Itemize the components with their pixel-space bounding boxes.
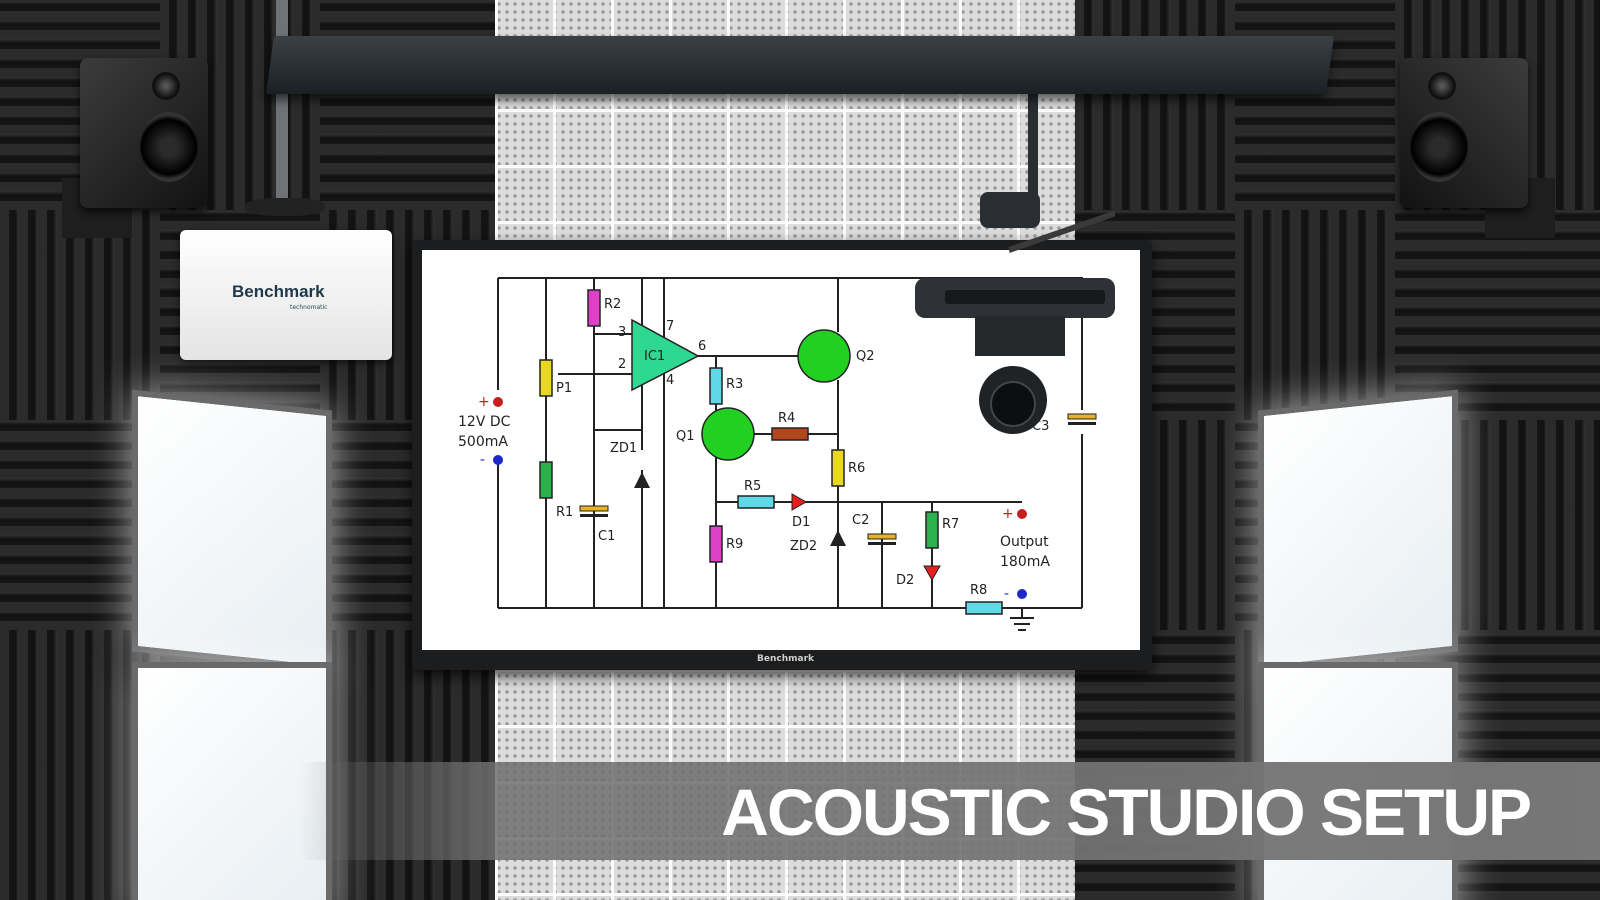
transistor-q2 xyxy=(797,329,851,383)
speaker-woofer xyxy=(1410,112,1468,182)
zener-zd1 xyxy=(634,472,650,488)
label-r9: R9 xyxy=(726,537,743,552)
projector: Benchmark technomatic xyxy=(180,230,392,360)
speaker-left xyxy=(80,58,208,208)
label-c2: C2 xyxy=(852,513,869,528)
speaker-right xyxy=(1400,58,1528,208)
camera-neck xyxy=(975,316,1065,356)
opamp-ic1 xyxy=(631,318,700,392)
label-r5: R5 xyxy=(744,479,761,494)
capacitor-c2 xyxy=(867,533,897,540)
zener-zd2 xyxy=(830,530,846,546)
speaker-tweeter xyxy=(152,72,180,100)
microphone-arm xyxy=(1008,210,1115,253)
speaker-tweeter xyxy=(1428,72,1456,100)
projector-pole xyxy=(276,0,288,202)
label-r3: R3 xyxy=(726,377,743,392)
ceiling-lighting-rail xyxy=(265,36,1335,94)
caption-bar xyxy=(300,762,1600,860)
label-pin7: 7 xyxy=(666,319,674,334)
input-voltage-label: 12V DC xyxy=(458,414,511,430)
softbox-right-upper xyxy=(1258,389,1458,673)
projector-logo: Benchmark xyxy=(232,282,325,301)
capacitor-c2-plate xyxy=(868,542,896,545)
label-p1: P1 xyxy=(556,381,572,396)
resistor-r2 xyxy=(587,289,601,327)
output-minus-sign: - xyxy=(1004,586,1009,602)
potentiometer-p1 xyxy=(539,359,553,397)
camera-ports xyxy=(945,290,1105,304)
led-d1 xyxy=(791,493,808,511)
output-current-label: 180mA xyxy=(1000,554,1050,570)
ptz-camera xyxy=(915,192,1115,434)
camera-base xyxy=(980,192,1040,228)
input-terminal-positive xyxy=(493,397,503,407)
circuit-schematic: R1 R2 R3 R4 R5 R6 R7 R8 R9 P1 IC1 3 2 7 … xyxy=(458,277,1097,631)
resistor-r7 xyxy=(925,511,939,549)
label-pin3: 3 xyxy=(618,325,626,340)
resistor-r8 xyxy=(965,601,1003,615)
speaker-woofer xyxy=(140,112,198,182)
led-d2 xyxy=(923,565,941,582)
projector-logo-sub: technomatic xyxy=(290,304,328,311)
resistor-r6 xyxy=(831,449,845,487)
input-terminal-negative xyxy=(493,455,503,465)
label-q2: Q2 xyxy=(856,349,875,364)
resistor-r1 xyxy=(539,461,553,499)
label-zd1: ZD1 xyxy=(610,441,637,456)
camera-lens-glass xyxy=(990,381,1036,427)
output-plus-sign: + xyxy=(1002,506,1014,522)
capacitor-c1 xyxy=(579,505,609,512)
resistor-r9 xyxy=(709,525,723,563)
label-r1: R1 xyxy=(556,505,573,520)
label-r6: R6 xyxy=(848,461,865,476)
label-pin4: 4 xyxy=(666,373,674,388)
resistor-r3 xyxy=(709,367,723,405)
ground-symbol xyxy=(1010,608,1034,631)
label-r2: R2 xyxy=(604,297,621,312)
capacitor-c3 xyxy=(1067,413,1097,420)
label-pin6: 6 xyxy=(698,339,706,354)
resistor-r4 xyxy=(771,427,809,441)
transistor-q1 xyxy=(701,407,755,461)
resistor-r5 xyxy=(737,495,775,509)
label-r8: R8 xyxy=(970,583,987,598)
input-minus-sign: - xyxy=(480,452,485,468)
caption-title: ACOUSTIC STUDIO SETUP xyxy=(721,775,1532,849)
softbox-left-upper xyxy=(132,389,332,673)
label-pin2: 2 xyxy=(618,357,626,372)
output-terminal-negative xyxy=(1017,589,1027,599)
capacitor-c1-plate xyxy=(580,514,608,517)
input-plus-sign: + xyxy=(478,394,490,410)
capacitor-c3-plate xyxy=(1068,422,1096,425)
label-d1: D1 xyxy=(792,515,810,530)
label-r7: R7 xyxy=(942,517,959,532)
label-d2: D2 xyxy=(896,573,914,588)
input-current-label: 500mA xyxy=(458,434,508,450)
monitor-brand-logo: Benchmark xyxy=(757,654,814,664)
label-ic1: IC1 xyxy=(644,349,665,364)
camera-pole xyxy=(1028,94,1038,202)
projector-mount xyxy=(245,198,325,216)
label-q1: Q1 xyxy=(676,429,695,444)
label-c1: C1 xyxy=(598,529,615,544)
output-terminal-positive xyxy=(1017,509,1027,519)
label-r4: R4 xyxy=(778,411,795,426)
output-label: Output xyxy=(1000,534,1049,550)
label-zd2: ZD2 xyxy=(790,539,817,554)
